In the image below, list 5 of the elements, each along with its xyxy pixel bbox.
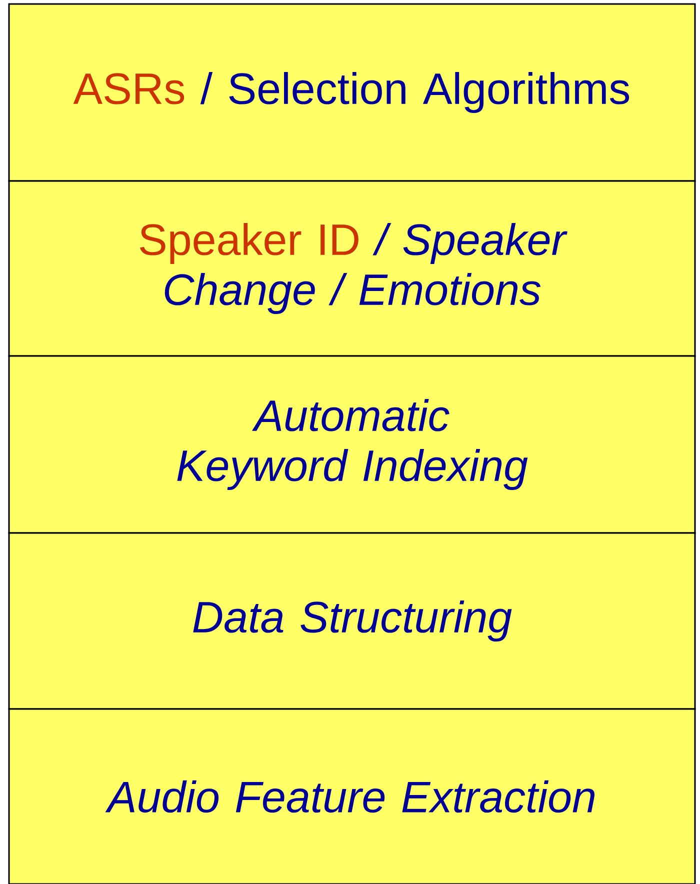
layer-box: Data Structuring	[8, 532, 696, 710]
layer-box: Speaker ID / Speaker Change / Emotions	[8, 180, 696, 357]
layer-box: Audio Feature Extraction	[8, 708, 696, 884]
layer-box: ASRs / Selection Algorithms	[8, 3, 696, 182]
layer-box: Automatic Keyword Indexing	[8, 355, 696, 534]
